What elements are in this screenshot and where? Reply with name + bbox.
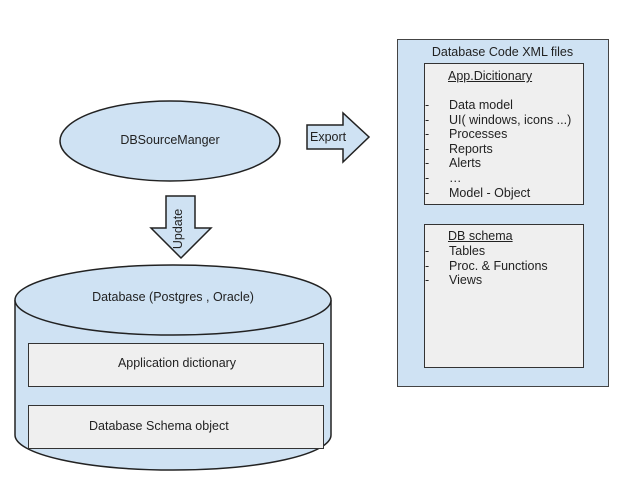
list-item: -Proc. & Functions	[425, 258, 548, 273]
application-dictionary-box[interactable]: Application dictionary	[28, 343, 324, 387]
list-item: -Reports	[425, 141, 493, 156]
app-dictionary-list: -Data model -UI( windows, icons ...) -Pr…	[425, 98, 571, 200]
db-schema-box[interactable]: DB schema -Tables -Proc. & Functions -Vi…	[424, 224, 584, 368]
list-item: -…	[425, 170, 462, 185]
list-item: -Tables	[425, 244, 486, 258]
export-arrow[interactable]	[306, 111, 371, 164]
app-dictionary-heading: App.Dicitionary	[448, 69, 533, 83]
update-arrow[interactable]	[149, 195, 213, 260]
application-dictionary-label: Application dictionary	[117, 356, 237, 370]
db-schema-list: -Tables -Proc. & Functions -Views	[425, 244, 548, 288]
list-item: -Model - Object	[425, 185, 531, 200]
list-item: -Processes	[425, 127, 508, 142]
database-label: Database (Postgres , Oracle)	[92, 290, 254, 304]
app-dictionary-box[interactable]: App.Dicitionary -Data model -UI( windows…	[424, 63, 584, 205]
list-item: -UI( windows, icons ...)	[425, 112, 572, 127]
database-schema-object-label: Database Schema object	[89, 419, 229, 433]
update-label: Update	[171, 208, 186, 250]
xml-panel-title: Database Code XML files	[431, 45, 574, 59]
list-item: -Alerts	[425, 156, 481, 171]
manager-label: DBSourceManger	[120, 133, 220, 147]
db-schema-heading: DB schema	[448, 229, 513, 243]
list-item: -Data model	[425, 98, 513, 112]
manager-ellipse[interactable]	[59, 100, 281, 182]
list-item: -Views	[425, 273, 483, 288]
export-label: Export	[310, 130, 347, 144]
database-schema-object-box[interactable]: Database Schema object	[28, 405, 324, 449]
xml-files-panel[interactable]: Database Code XML files App.Dicitionary …	[397, 39, 609, 387]
